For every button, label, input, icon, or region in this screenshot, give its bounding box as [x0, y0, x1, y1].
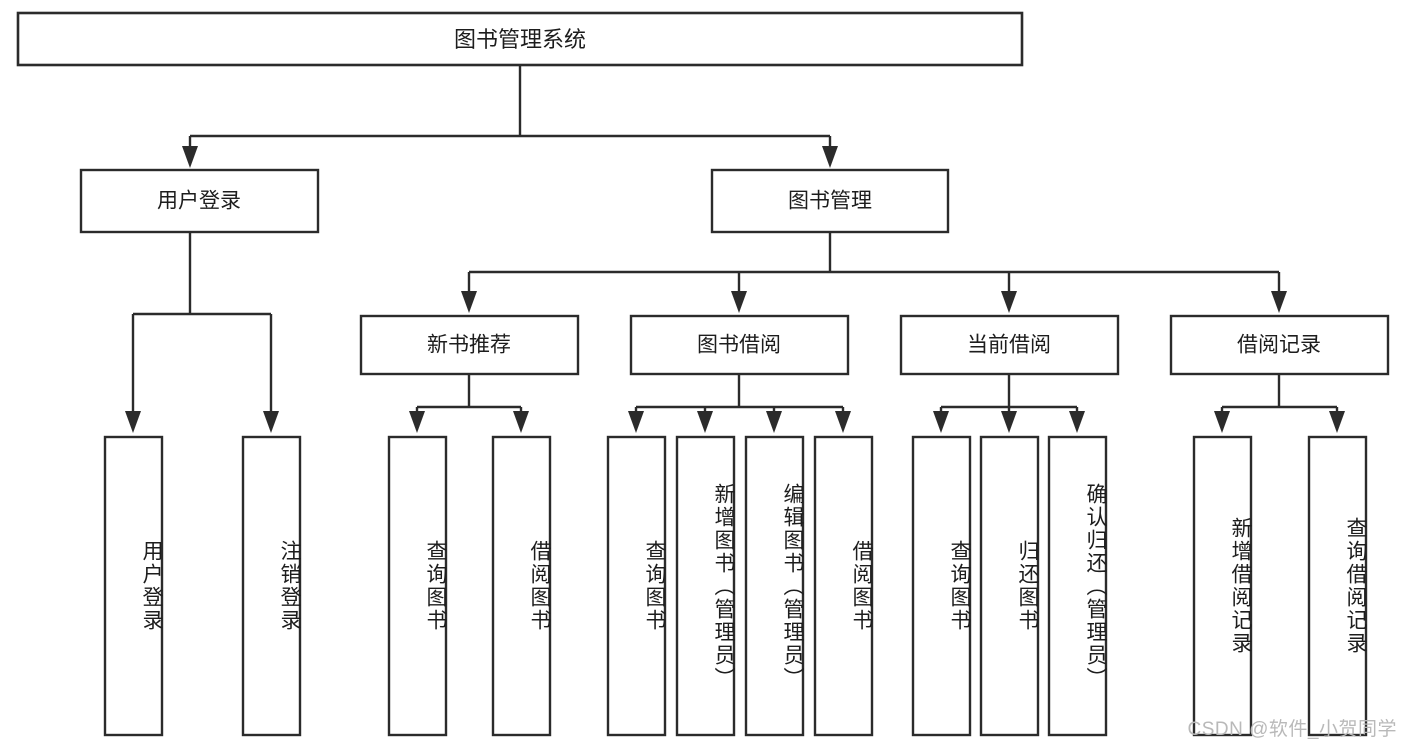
arrow-to-borrow-record	[1271, 291, 1287, 313]
arrow-to-leaf-query-book-1	[409, 411, 425, 433]
node-current-borrow[interactable]: 当前借阅	[899, 314, 1120, 376]
arrow-to-leaf-query-book-3	[933, 411, 949, 433]
node-book-borrow-label: 图书借阅	[697, 334, 781, 357]
node-user-login[interactable]: 用户登录	[79, 168, 320, 234]
csdn-watermark: CSDN @软件_小贺同学	[1187, 719, 1397, 740]
arrow-to-leaf-borrow-book-2	[835, 411, 851, 433]
leaf-box-confirm-return[interactable]	[1047, 435, 1108, 737]
leaf-box-borrow-book-2[interactable]	[813, 435, 874, 737]
leaf-box-query-book-3[interactable]	[911, 435, 972, 737]
node-new-book-recommend-label: 新书推荐	[427, 334, 511, 357]
node-borrow-record[interactable]: 借阅记录	[1169, 314, 1390, 376]
node-book-manage-label: 图书管理	[788, 190, 872, 213]
leaf-box-layer	[103, 435, 1368, 737]
arrow-to-leaf-edit-book	[766, 411, 782, 433]
node-borrow-record-label: 借阅记录	[1237, 334, 1321, 357]
leaf-box-user-login[interactable]	[103, 435, 164, 737]
arrow-to-leaf-confirm-return	[1069, 411, 1085, 433]
node-current-borrow-label: 当前借阅	[967, 334, 1051, 357]
arrow-to-leaf-add-record	[1214, 411, 1230, 433]
node-book-manage[interactable]: 图书管理	[710, 168, 950, 234]
arrow-to-borrow	[731, 291, 747, 313]
arrow-to-user-login	[182, 146, 198, 168]
node-new-book-recommend[interactable]: 新书推荐	[359, 314, 580, 376]
arrow-to-leaf-user-login	[125, 411, 141, 433]
arrow-to-new-book	[461, 291, 477, 313]
arrow-to-current-borrow	[1001, 291, 1017, 313]
node-book-borrow[interactable]: 图书借阅	[629, 314, 850, 376]
leaf-box-return-book[interactable]	[979, 435, 1040, 737]
arrow-to-leaf-borrow-book-1	[513, 411, 529, 433]
leaf-box-query-book-2[interactable]	[606, 435, 667, 737]
arrow-to-leaf-logout	[263, 411, 279, 433]
leaf-box-query-book-1[interactable]	[387, 435, 448, 737]
node-root[interactable]: 图书管理系统	[16, 11, 1024, 67]
arrow-to-book-manage	[822, 146, 838, 168]
leaf-box-logout[interactable]	[241, 435, 302, 737]
arrow-to-leaf-query-record	[1329, 411, 1345, 433]
arrow-to-leaf-add-book	[697, 411, 713, 433]
leaf-box-add-record[interactable]	[1192, 435, 1253, 737]
arrow-to-leaf-return-book	[1001, 411, 1017, 433]
arrow-to-leaf-query-book-2	[628, 411, 644, 433]
node-user-login-label: 用户登录	[157, 190, 241, 213]
leaf-box-borrow-book-1[interactable]	[491, 435, 552, 737]
leaf-box-edit-book[interactable]	[744, 435, 805, 737]
node-root-label: 图书管理系统	[454, 27, 586, 52]
leaf-box-query-record[interactable]	[1307, 435, 1368, 737]
leaf-box-add-book[interactable]	[675, 435, 736, 737]
